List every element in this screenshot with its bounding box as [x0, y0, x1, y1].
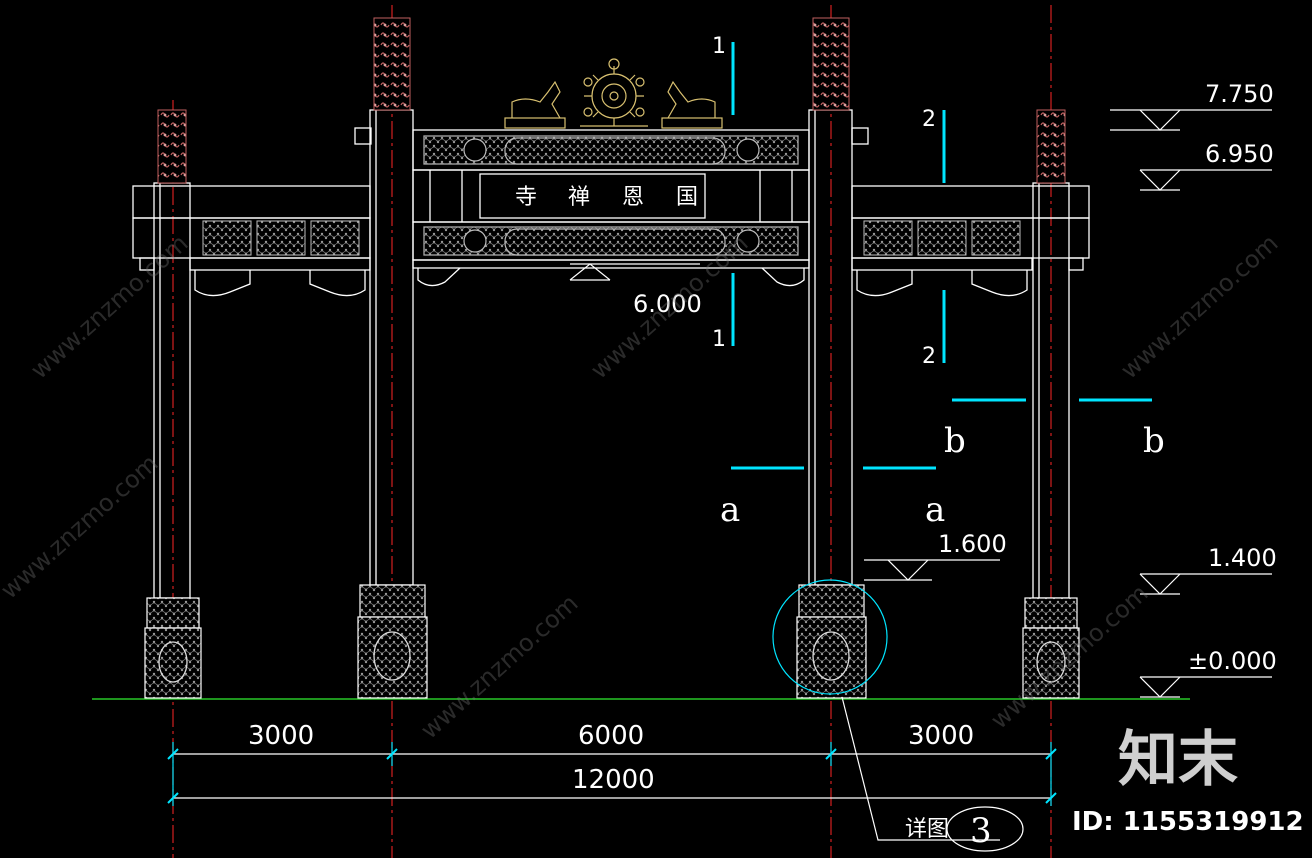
dimension-lines [167, 742, 1057, 806]
image-id: ID: 1155319912 [1072, 807, 1304, 837]
detail-label: 详图 [905, 817, 949, 842]
dimension-labels: 3000 6000 3000 12000 [248, 721, 974, 795]
dim-total: 12000 [572, 765, 655, 795]
brand-logo: 知末 [1118, 725, 1238, 795]
plaque: 寺 禅 恩 国 [515, 185, 698, 210]
level-label-7750: 7.750 [1205, 80, 1274, 108]
level-label-1400: 1.400 [1208, 544, 1277, 572]
level-label-6950: 6.950 [1205, 140, 1274, 168]
dim-span-left: 3000 [248, 721, 314, 751]
section-label-a-left: a [720, 490, 740, 530]
plaque-char-2: 禅 [568, 185, 590, 210]
section-label-b-right: b [1143, 421, 1165, 461]
centerlines [172, 5, 1052, 858]
detail-number: 3 [970, 811, 992, 851]
section-label-1-bottom: 1 [712, 327, 726, 352]
section-label-1-top: 1 [712, 34, 726, 59]
pillar-caps [157, 17, 1066, 184]
level-labels: 7.750 6.950 6.000 1.600 1.400 ±0.000 [633, 80, 1277, 675]
section-label-2-top: 2 [922, 107, 936, 132]
level-label-0000: ±0.000 [1188, 647, 1277, 675]
center-medallions [463, 137, 760, 256]
side-beams [132, 185, 1090, 297]
section-label-a-right: a [925, 490, 945, 530]
section-label-b-left: b [944, 421, 966, 461]
section-markers [731, 42, 1152, 470]
section-labels: 1 1 2 2 a a b b [712, 34, 1165, 530]
watermark-text-1: www.znzmo.com [25, 229, 193, 384]
roof-ornament [504, 58, 723, 129]
detail-callout [772, 579, 1024, 852]
side-panels [202, 220, 1021, 256]
dim-span-mid: 6000 [578, 721, 644, 751]
watermark-text-5: www.znzmo.com [415, 589, 583, 744]
pillar-bases [144, 584, 1080, 699]
level-label-6000: 6.000 [633, 290, 702, 318]
plaque-char-3: 恩 [622, 185, 644, 210]
watermark-text-3: www.znzmo.com [1115, 229, 1283, 384]
watermark-text-4: www.znzmo.com [0, 449, 164, 604]
plaque-char-1: 寺 [515, 185, 537, 210]
dim-span-right: 3000 [908, 721, 974, 751]
plaque-char-4: 国 [676, 185, 698, 210]
base-rosettes [158, 631, 1066, 683]
section-label-2-bottom: 2 [922, 344, 936, 369]
level-label-1600: 1.600 [938, 530, 1007, 558]
level-markers [569, 109, 1272, 698]
